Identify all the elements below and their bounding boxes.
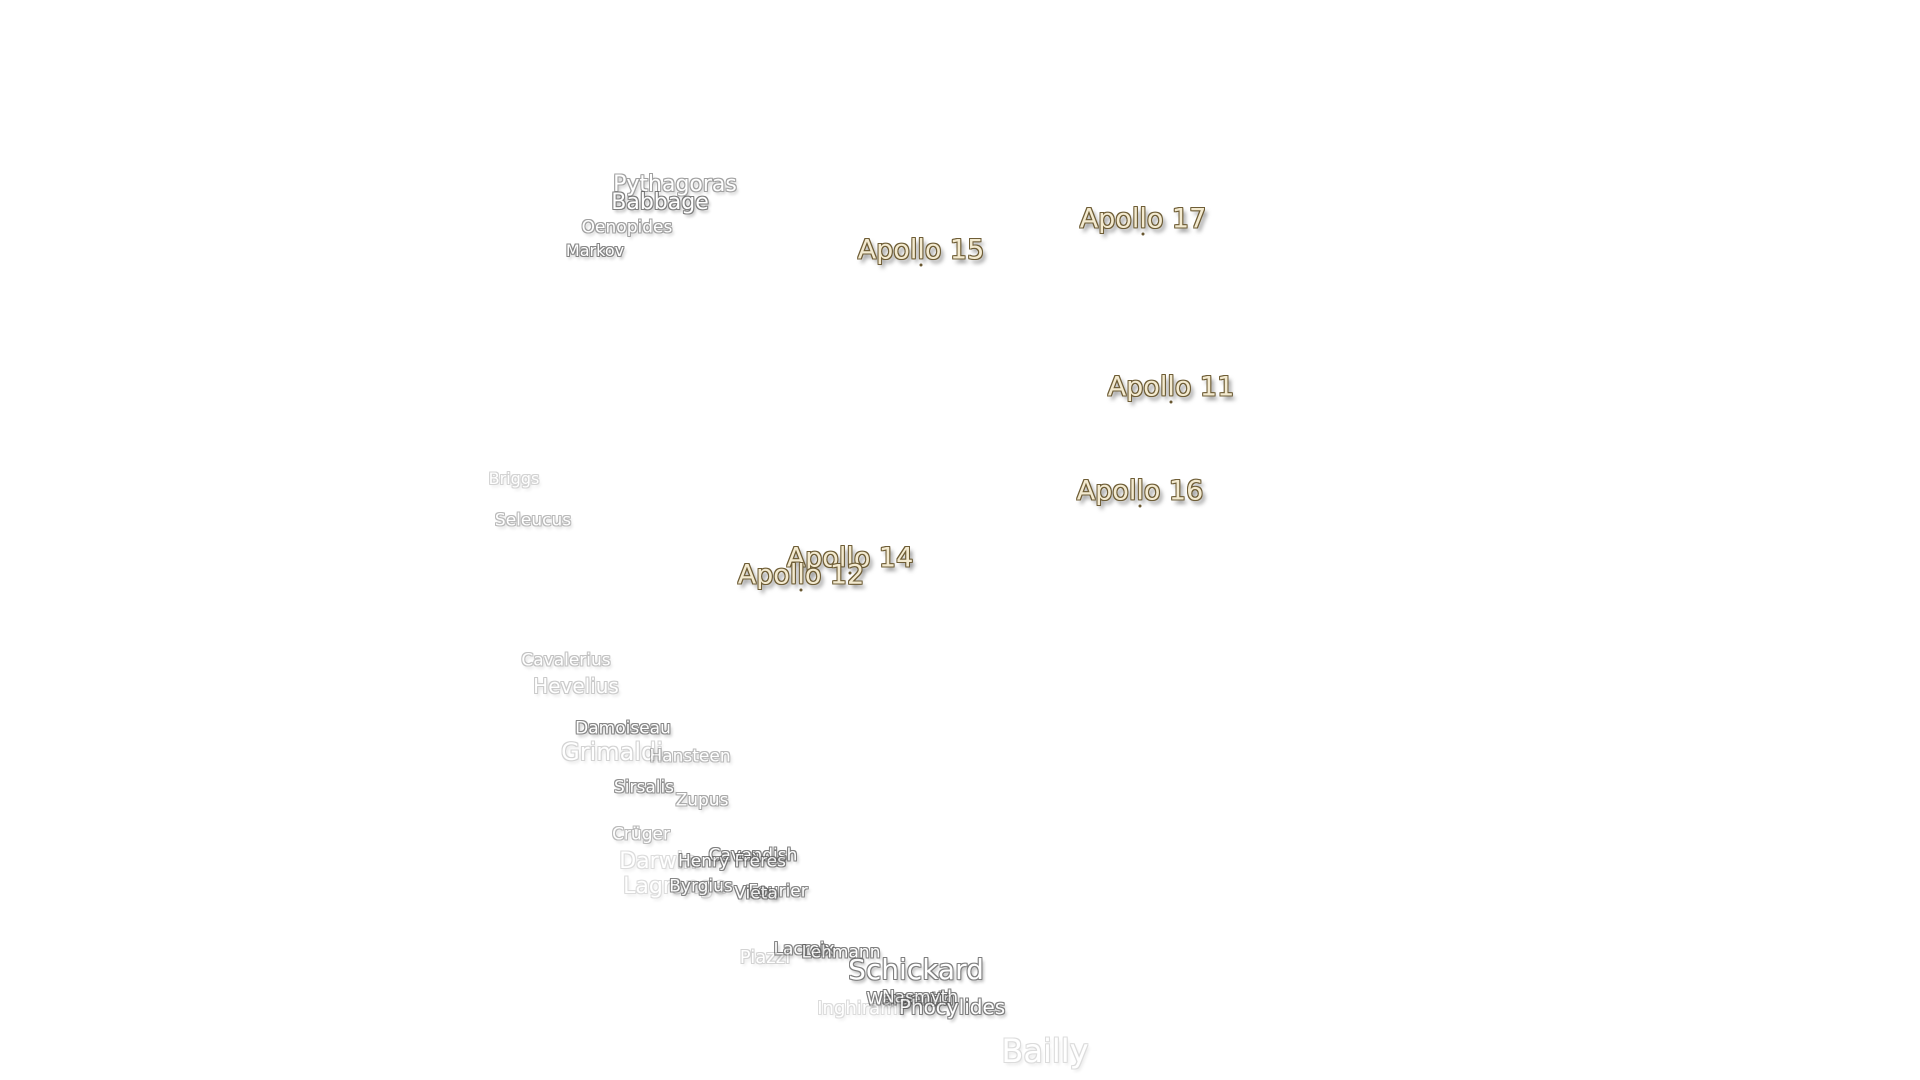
apollo-12-site-marker[interactable]: [799, 588, 803, 592]
crater-label-markov[interactable]: Markov: [565, 241, 625, 260]
apollo-15-label[interactable]: Apollo 15: [857, 234, 985, 266]
crater-label-grimaldi[interactable]: Grimaldi: [561, 738, 663, 766]
crater-label-phocylides[interactable]: Phocylides: [898, 995, 1006, 1019]
crater-label-sirsalis[interactable]: Sirsalis: [613, 777, 675, 798]
crater-label-inghirami[interactable]: Inghirami: [817, 998, 903, 1019]
crater-label-cruger[interactable]: Crüger: [612, 824, 670, 845]
crater-label-fourier[interactable]: Fourier: [748, 881, 808, 902]
crater-label-seleucus[interactable]: Seleucus: [494, 510, 572, 531]
apollo-14-label[interactable]: Apollo 14: [786, 542, 914, 574]
apollo-17-site-marker[interactable]: [1141, 232, 1145, 236]
crater-label-zupus[interactable]: Zupus: [675, 790, 729, 811]
crater-label-briggs[interactable]: Briggs: [488, 469, 540, 488]
crater-label-lagrange[interactable]: Lagrange: [623, 874, 727, 899]
crater-label-wargentin[interactable]: Wargentin: [866, 989, 954, 1010]
apollo-16-label[interactable]: Apollo 16: [1076, 475, 1204, 507]
crater-label-oenopides[interactable]: Oenopides: [581, 217, 673, 238]
crater-label-cavendish[interactable]: Cavendish: [708, 845, 798, 866]
apollo-14-site-marker[interactable]: [848, 571, 852, 575]
crater-label-pythagoras[interactable]: Pythagoras: [613, 172, 737, 197]
crater-label-damoiseau[interactable]: Damoiseau: [575, 718, 671, 739]
apollo-11-site-marker[interactable]: [1169, 400, 1173, 404]
crater-label-cavalerius[interactable]: Cavalerius: [521, 650, 611, 671]
crater-label-byrgius[interactable]: Byrgius: [669, 876, 733, 897]
crater-label-babbage[interactable]: Babbage: [611, 190, 709, 215]
crater-label-lehmann[interactable]: Lehmann: [801, 942, 881, 963]
crater-label-henry-freres[interactable]: Henry Frères: [677, 851, 787, 872]
crater-label-vieta[interactable]: Vieta: [734, 883, 778, 904]
apollo-15-site-marker[interactable]: [919, 263, 923, 267]
crater-label-hevelius[interactable]: Hevelius: [533, 674, 619, 698]
apollo-17-label[interactable]: Apollo 17: [1079, 203, 1207, 235]
apollo-11-label[interactable]: Apollo 11: [1107, 371, 1235, 403]
crater-label-nasmyth[interactable]: Nasmyth: [881, 987, 959, 1008]
apollo-12-label[interactable]: Apollo 12: [737, 559, 865, 591]
crater-label-bailly[interactable]: Bailly: [1001, 1032, 1089, 1070]
crater-label-darwin[interactable]: Darwin: [619, 849, 697, 874]
crater-label-schickard[interactable]: Schickard: [848, 953, 984, 986]
crater-label-piazzi[interactable]: Piazzi: [739, 947, 791, 968]
crater-label-lacroix[interactable]: Lacroix: [773, 939, 835, 960]
crater-label-hansteen[interactable]: Hansteen: [649, 746, 731, 767]
apollo-16-site-marker[interactable]: [1138, 504, 1142, 508]
